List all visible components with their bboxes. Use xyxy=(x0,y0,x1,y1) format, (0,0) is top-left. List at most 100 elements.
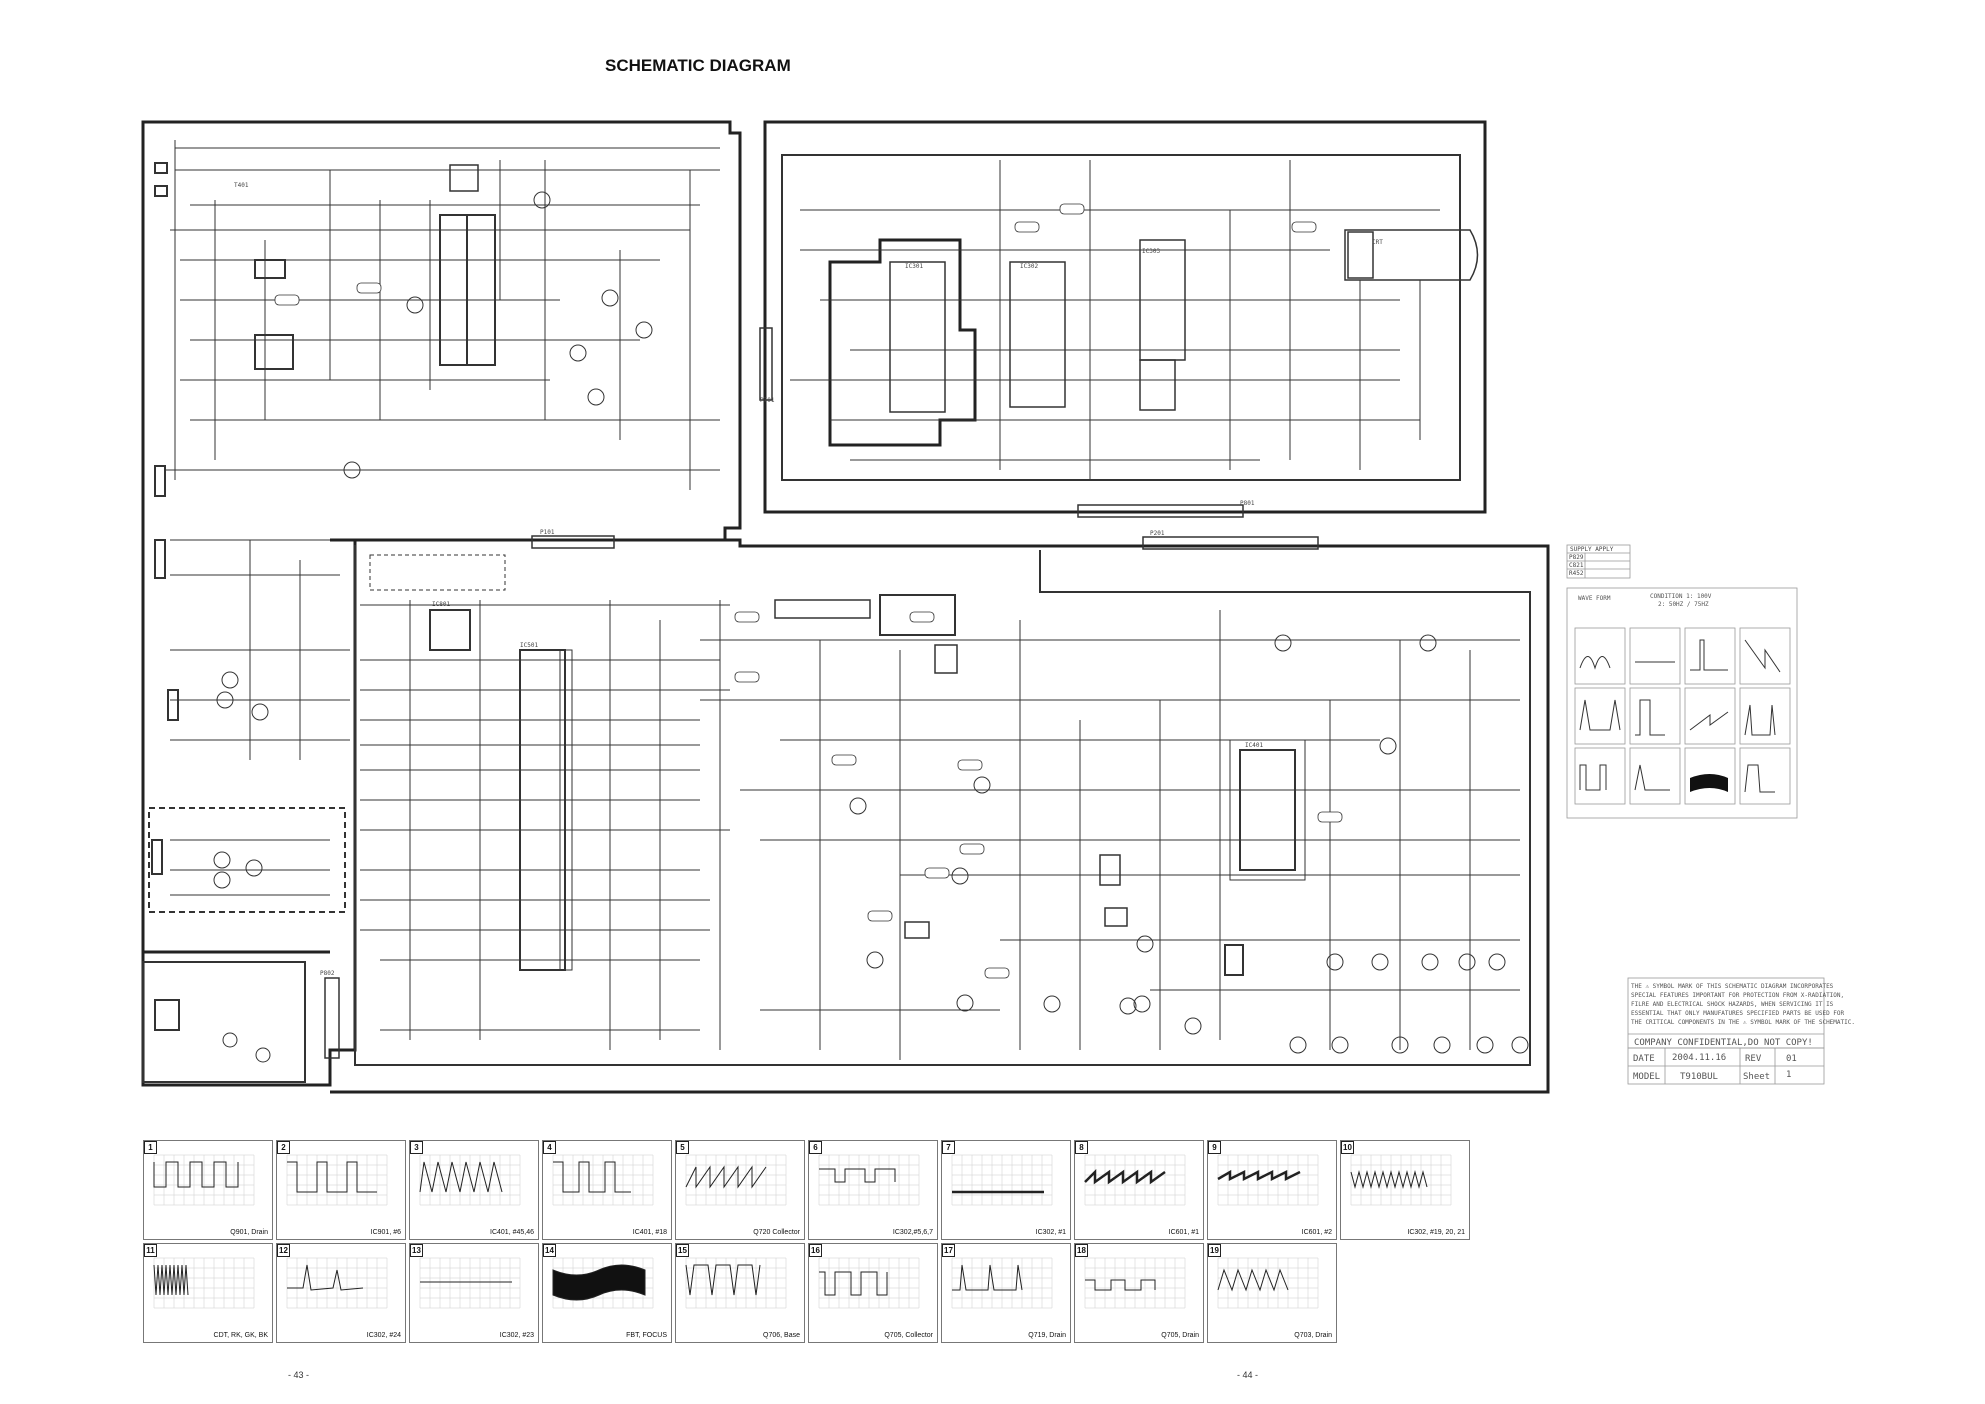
confidential-notice: COMPANY CONFIDENTIAL,DO NOT COPY! xyxy=(1634,1038,1813,1048)
waveform-caption: Q901, Drain xyxy=(230,1229,268,1236)
waveform-number: 11 xyxy=(144,1244,157,1257)
svg-text:IC501: IC501 xyxy=(520,642,538,649)
waveform-caption: IC302, #19, 20, 21 xyxy=(1407,1229,1465,1236)
waveform-number: 15 xyxy=(676,1244,689,1257)
waveform-caption: IC401, #45,46 xyxy=(490,1229,534,1236)
waveform-caption: IC401, #18 xyxy=(632,1229,667,1236)
waveform-trace xyxy=(286,1154,388,1206)
svg-text:IC303: IC303 xyxy=(1142,248,1160,255)
svg-text:P802: P802 xyxy=(320,970,335,977)
waveform-number: 18 xyxy=(1075,1244,1088,1257)
page-number-left: - 43 - xyxy=(288,1370,310,1380)
waveform-number: 3 xyxy=(410,1141,423,1154)
svg-text:T401: T401 xyxy=(234,182,249,189)
waveform-number: 10 xyxy=(1341,1141,1354,1154)
waveform-trace xyxy=(419,1154,521,1206)
waveform-caption: Q705, Collector xyxy=(884,1332,933,1339)
waveform-caption: Q719, Drain xyxy=(1028,1332,1066,1339)
rev-value: 01 xyxy=(1786,1054,1797,1064)
waveform-number: 19 xyxy=(1208,1244,1221,1257)
svg-text:C821: C821 xyxy=(1569,562,1584,569)
notice-line-5: THE CRITICAL COMPONENTS IN THE ⚠ SYMBOL … xyxy=(1631,1019,1855,1026)
svg-text:IC302: IC302 xyxy=(1020,263,1038,270)
waveform-caption: Q706, Base xyxy=(763,1332,800,1339)
svg-text:R452: R452 xyxy=(1569,570,1584,577)
waveform-trace xyxy=(1084,1257,1186,1309)
svg-text:IC401: IC401 xyxy=(1245,742,1263,749)
waveform-number: 12 xyxy=(277,1244,290,1257)
waveform-caption: IC302, #24 xyxy=(366,1332,401,1339)
model-value: T910BUL xyxy=(1680,1072,1718,1082)
svg-text:P801: P801 xyxy=(1240,500,1255,507)
waveform-number: 4 xyxy=(543,1141,556,1154)
model-label: MODEL xyxy=(1633,1072,1660,1082)
svg-text:SUPPLY APPLY: SUPPLY APPLY xyxy=(1570,546,1614,553)
sheet-value: 1 xyxy=(1786,1070,1791,1080)
svg-text:IC301: IC301 xyxy=(905,263,923,270)
waveform-number: 14 xyxy=(543,1244,556,1257)
waveform-trace xyxy=(951,1257,1053,1309)
waveform-panel-title: WAVE FORM xyxy=(1578,595,1611,602)
waveform-trace xyxy=(1217,1154,1319,1206)
page-title: SCHEMATIC DIAGRAM xyxy=(605,56,791,75)
svg-text:P101: P101 xyxy=(540,529,555,536)
waveform-caption: IC302, #1 xyxy=(1035,1229,1066,1236)
waveform-caption: CDT, RK, GK, BK xyxy=(213,1332,268,1339)
waveform-trace xyxy=(153,1154,255,1206)
waveform-panel-condition: CONDITION 1: 100V xyxy=(1650,593,1712,600)
sheet-label: Sheet xyxy=(1743,1072,1770,1082)
waveform-trace xyxy=(1217,1257,1319,1309)
waveform-number: 6 xyxy=(809,1141,822,1154)
notice-line-1: THE ⚠ SYMBOL MARK OF THIS SCHEMATIC DIAG… xyxy=(1631,983,1834,990)
svg-text:P701: P701 xyxy=(760,397,775,404)
svg-text:P829: P829 xyxy=(1569,554,1584,561)
waveform-trace xyxy=(1350,1154,1452,1206)
waveform-number: 2 xyxy=(277,1141,290,1154)
waveform-caption: Q720 Collector xyxy=(753,1229,800,1236)
waveform-trace xyxy=(153,1257,255,1309)
svg-text:CRT: CRT xyxy=(1372,239,1383,246)
waveform-trace xyxy=(818,1154,920,1206)
waveform-caption: IC901, #6 xyxy=(370,1229,401,1236)
waveform-number: 16 xyxy=(809,1244,822,1257)
rev-label: REV xyxy=(1745,1054,1762,1064)
waveform-caption: IC601, #2 xyxy=(1301,1229,1332,1236)
waveform-number: 7 xyxy=(942,1141,955,1154)
waveform-number: 1 xyxy=(144,1141,157,1154)
notice-line-2: SPECIAL FEATURES IMPORTANT FOR PROTECTIO… xyxy=(1631,992,1844,999)
waveform-trace xyxy=(552,1154,654,1206)
waveform-number: 8 xyxy=(1075,1141,1088,1154)
waveform-caption: FBT, FOCUS xyxy=(626,1332,667,1339)
notice-line-3: FILRE AND ELECTRICAL SHOCK HAZARDS, WHEN… xyxy=(1631,1001,1834,1008)
waveform-number: 17 xyxy=(942,1244,955,1257)
waveform-number: 5 xyxy=(676,1141,689,1154)
waveform-caption: IC302, #23 xyxy=(499,1332,534,1339)
waveform-caption: IC302,#5,6,7 xyxy=(892,1229,933,1236)
waveform-number: 9 xyxy=(1208,1141,1221,1154)
svg-text:P201: P201 xyxy=(1150,530,1165,537)
page-number-right: - 44 - xyxy=(1237,1370,1259,1380)
waveform-panel-condition-2: 2: 50HZ / 75HZ xyxy=(1658,601,1709,608)
waveform-trace xyxy=(818,1257,920,1309)
svg-text:IC801: IC801 xyxy=(432,601,450,608)
waveform-trace xyxy=(419,1257,521,1309)
waveform-caption: Q703, Drain xyxy=(1294,1332,1332,1339)
